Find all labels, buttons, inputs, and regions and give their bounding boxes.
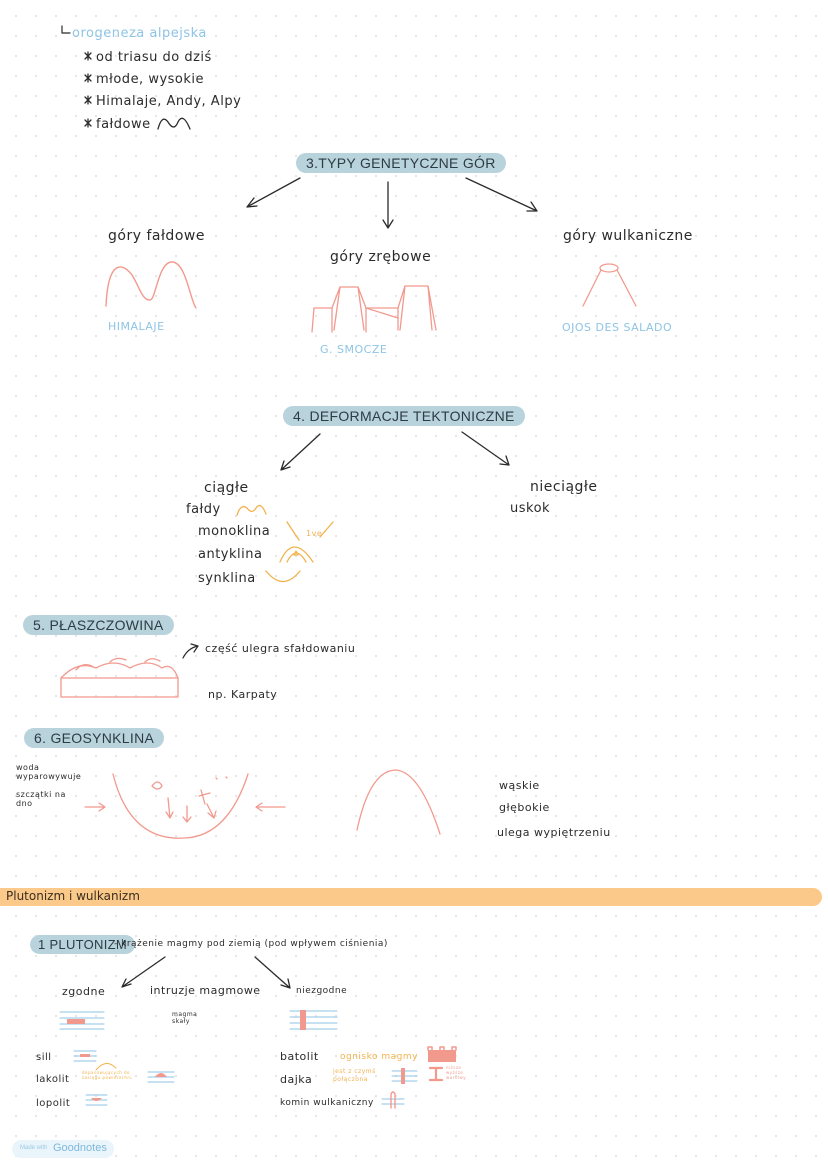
- plutonism-definition: - krążenie magmy pod ziemią (pod wpływem…: [114, 939, 388, 949]
- dike-icon: [391, 1068, 418, 1084]
- badge-brand: Goodnotes: [53, 1142, 107, 1154]
- section3-arrows: [246, 177, 538, 229]
- section5-title: 5. PŁASZCZOWINA: [23, 615, 174, 635]
- volcanic-pipe-label: komin wulkaniczny: [280, 1098, 374, 1108]
- lopolith-icon: [85, 1094, 108, 1106]
- discontinuous-label: nieciągłe: [530, 479, 598, 495]
- list-item: Himalaje, Andy, Alpy: [96, 94, 242, 109]
- asterisk-icons: [84, 51, 92, 128]
- fold-wave-icon: [157, 117, 191, 130]
- curved-arrow-icon: [182, 643, 199, 659]
- section4-title: 4. DEFORMACJE TEKTONICZNE: [283, 406, 525, 426]
- geosyncline-feature: ulega wypiętrzeniu: [497, 826, 611, 839]
- plutonism-title: 1 PLUTONIZM: [30, 935, 136, 954]
- nappe-example: np. Karpaty: [208, 688, 278, 701]
- discordant-label: niezgodne: [296, 986, 348, 996]
- fault-label: uskok: [510, 501, 551, 516]
- type-label-volcanic: góry wulkaniczne: [563, 228, 693, 244]
- batholith-label: batolit: [280, 1050, 319, 1063]
- example-volcanic: OJOS DES SALADO: [562, 321, 673, 334]
- continuous-label: ciągłe: [204, 480, 249, 496]
- laccolith-note: dopasowujących do zasięgu powierzchni: [82, 1070, 133, 1080]
- intrusions-label: intruzje magmowe: [150, 984, 261, 997]
- laccolith-icon: [147, 1071, 175, 1083]
- dike-note: jest z czymś połączona: [333, 1068, 376, 1083]
- geosyncline-feature: wąskie: [499, 779, 540, 792]
- section6-title: 6. GEOSYNKLINA: [24, 728, 165, 748]
- section3-title: 3.TYPY GENETYCZNE GÓR: [296, 153, 506, 173]
- folds-icon: [236, 504, 267, 516]
- anticline-icon: [279, 546, 314, 563]
- nappe-note: część ulegra sfałdowaniu: [205, 642, 356, 655]
- section4-arrows: [280, 431, 510, 471]
- dike-label: dajka: [280, 1073, 313, 1086]
- folds-label: fałdy: [186, 502, 221, 517]
- batholith-symbol-note: niższe wyższe warstwy: [446, 1065, 467, 1080]
- syncline-icon: [265, 570, 301, 583]
- lopolith-label: lopolit: [36, 1098, 71, 1109]
- hook-arrow-icon: [61, 25, 71, 34]
- orogeny-heading: orogeneza alpejska: [72, 26, 207, 41]
- badge-prefix: Made with: [20, 1145, 48, 1151]
- folded-mountain-sketch: [105, 261, 197, 309]
- geosyncline-note-water: woda wyparowywuje: [16, 763, 82, 781]
- concordant-label: zgodne: [62, 985, 106, 998]
- nappe-sketch: [60, 657, 179, 698]
- concordant-intrusion-fill: [67, 1019, 85, 1024]
- sill-icon: [73, 1050, 97, 1062]
- sill-label: sill: [36, 1052, 52, 1063]
- geosyncline-sketch: [84, 769, 441, 839]
- list-item: fałdowe: [96, 117, 151, 132]
- discordant-intrusion-fill: [300, 1010, 306, 1030]
- discordant-intrusion-icon: [289, 1010, 338, 1030]
- concordant-intrusion-icon: [59, 1011, 105, 1030]
- anticline-label: antyklina: [198, 547, 263, 562]
- batholith-note: ognisko magmy: [340, 1052, 418, 1062]
- intrusions-note: magma skały: [172, 1011, 198, 1025]
- volcano-sketch: [582, 263, 637, 307]
- section-banner: [0, 888, 822, 906]
- monocline-note: 1ve: [306, 529, 323, 538]
- volcanic-pipe-icon: [381, 1091, 405, 1109]
- type-label-folded: góry fałdowe: [108, 228, 205, 244]
- syncline-label: synklina: [198, 571, 256, 586]
- laccolith-label: lakolit: [36, 1074, 70, 1085]
- banner-label: Plutonizm i wulkanizm: [6, 889, 140, 903]
- example-block: G. SMOCZE: [320, 343, 388, 356]
- block-mountain-sketch: [311, 285, 437, 333]
- geosyncline-note-remains: szczątki na dno: [16, 790, 66, 808]
- monocline-label: monoklina: [198, 524, 271, 539]
- goodnotes-badge[interactable]: [12, 1140, 114, 1158]
- list-item: od triasu do dziś: [96, 50, 212, 65]
- type-label-block: góry zrębowe: [330, 249, 432, 265]
- list-item: młode, wysokie: [96, 72, 205, 87]
- example-folded: HIMALAJE: [108, 320, 165, 333]
- geosyncline-feature: głębokie: [499, 801, 550, 814]
